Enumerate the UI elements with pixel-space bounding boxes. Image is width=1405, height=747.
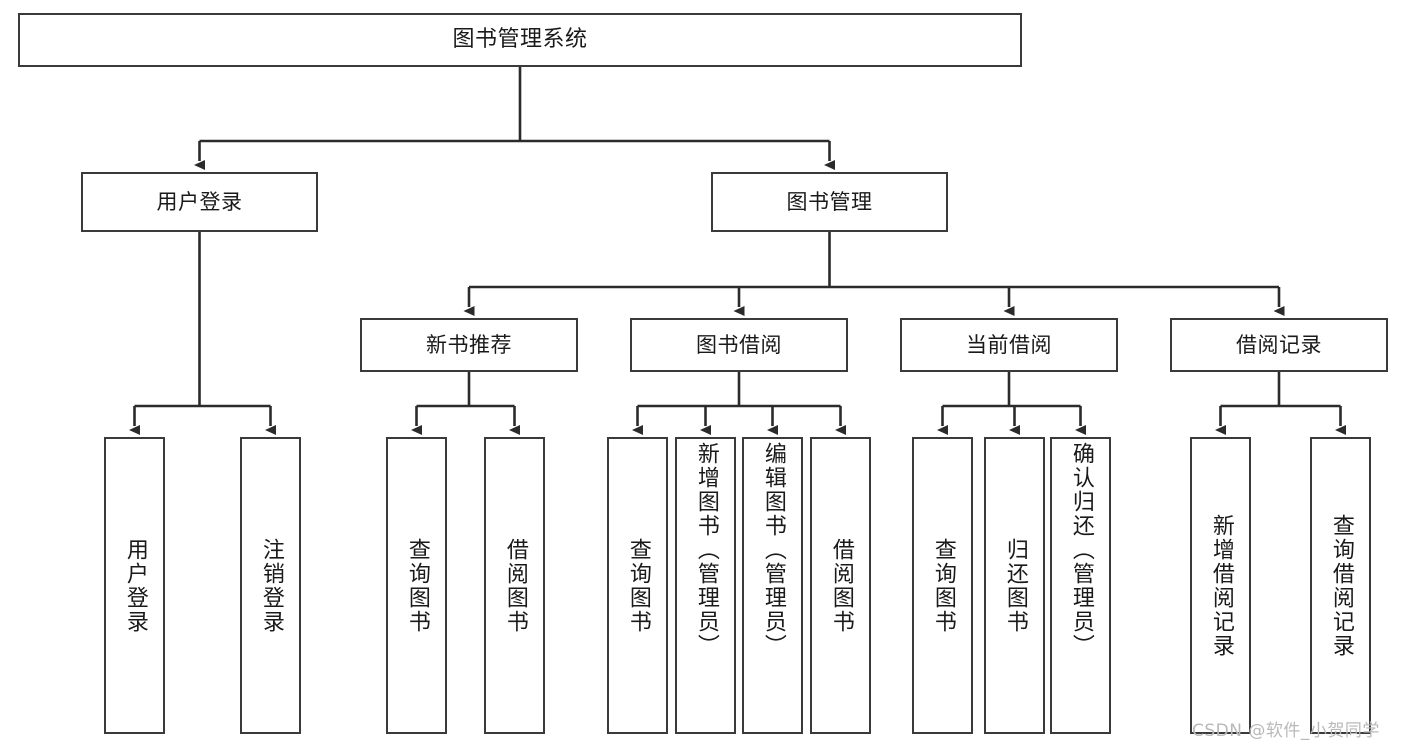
- node-user-login[interactable]: 用户登录: [81, 172, 318, 232]
- node-leaf-confirm-return[interactable]: 确认归还（管理员）: [1050, 437, 1111, 734]
- node-leaf-query-book[interactable]: 查询图书: [607, 437, 668, 734]
- node-label: 新增图书（管理员）: [693, 442, 719, 658]
- node-leaf-edit-book[interactable]: 编辑图书（管理员）: [742, 437, 803, 734]
- node-label: 归还图书: [1002, 537, 1028, 634]
- node-label: 新书推荐: [426, 332, 512, 357]
- node-label: 借阅图书: [502, 537, 528, 634]
- node-new-book-rec[interactable]: 新书推荐: [360, 318, 578, 372]
- node-book-manage[interactable]: 图书管理: [711, 172, 948, 232]
- csdn-watermark: CSDN @软件_小贺同学: [1192, 721, 1380, 741]
- node-leaf-borrow-book-rec[interactable]: 借阅图书: [484, 437, 545, 734]
- node-label: 借阅图书: [828, 537, 854, 634]
- node-label: 注销登录: [258, 537, 284, 634]
- node-label: 查询图书: [404, 537, 430, 634]
- node-leaf-add-book[interactable]: 新增图书（管理员）: [675, 437, 736, 734]
- node-label: 图书管理系统: [452, 27, 588, 53]
- node-borrow-record[interactable]: 借阅记录: [1170, 318, 1388, 372]
- node-book-borrow[interactable]: 图书借阅: [630, 318, 848, 372]
- node-leaf-query-record[interactable]: 查询借阅记录: [1310, 437, 1371, 734]
- node-leaf-return-book[interactable]: 归还图书: [984, 437, 1045, 734]
- node-label: 编辑图书（管理员）: [760, 442, 786, 658]
- node-label: 当前借阅: [966, 332, 1052, 357]
- node-label: 查询图书: [625, 537, 651, 634]
- node-label: 查询图书: [930, 537, 956, 634]
- node-label: 借阅记录: [1236, 332, 1322, 357]
- node-label: 确认归还（管理员）: [1068, 442, 1094, 658]
- node-leaf-logout[interactable]: 注销登录: [240, 437, 301, 734]
- node-label: 图书管理: [786, 189, 873, 214]
- node-leaf-query-book-cur[interactable]: 查询图书: [912, 437, 973, 734]
- node-label: 用户登录: [122, 537, 148, 634]
- node-leaf-add-record[interactable]: 新增借阅记录: [1190, 437, 1251, 734]
- node-label: 用户登录: [156, 189, 243, 214]
- node-leaf-user-login[interactable]: 用户登录: [104, 437, 165, 734]
- node-leaf-borrow-book[interactable]: 借阅图书: [810, 437, 871, 734]
- node-label: 查询借阅记录: [1328, 513, 1354, 658]
- node-label: 新增借阅记录: [1208, 513, 1234, 658]
- node-current-borrow[interactable]: 当前借阅: [900, 318, 1118, 372]
- node-leaf-query-book-rec[interactable]: 查询图书: [386, 437, 447, 734]
- node-label: 图书借阅: [696, 332, 782, 357]
- node-root[interactable]: 图书管理系统: [18, 13, 1022, 67]
